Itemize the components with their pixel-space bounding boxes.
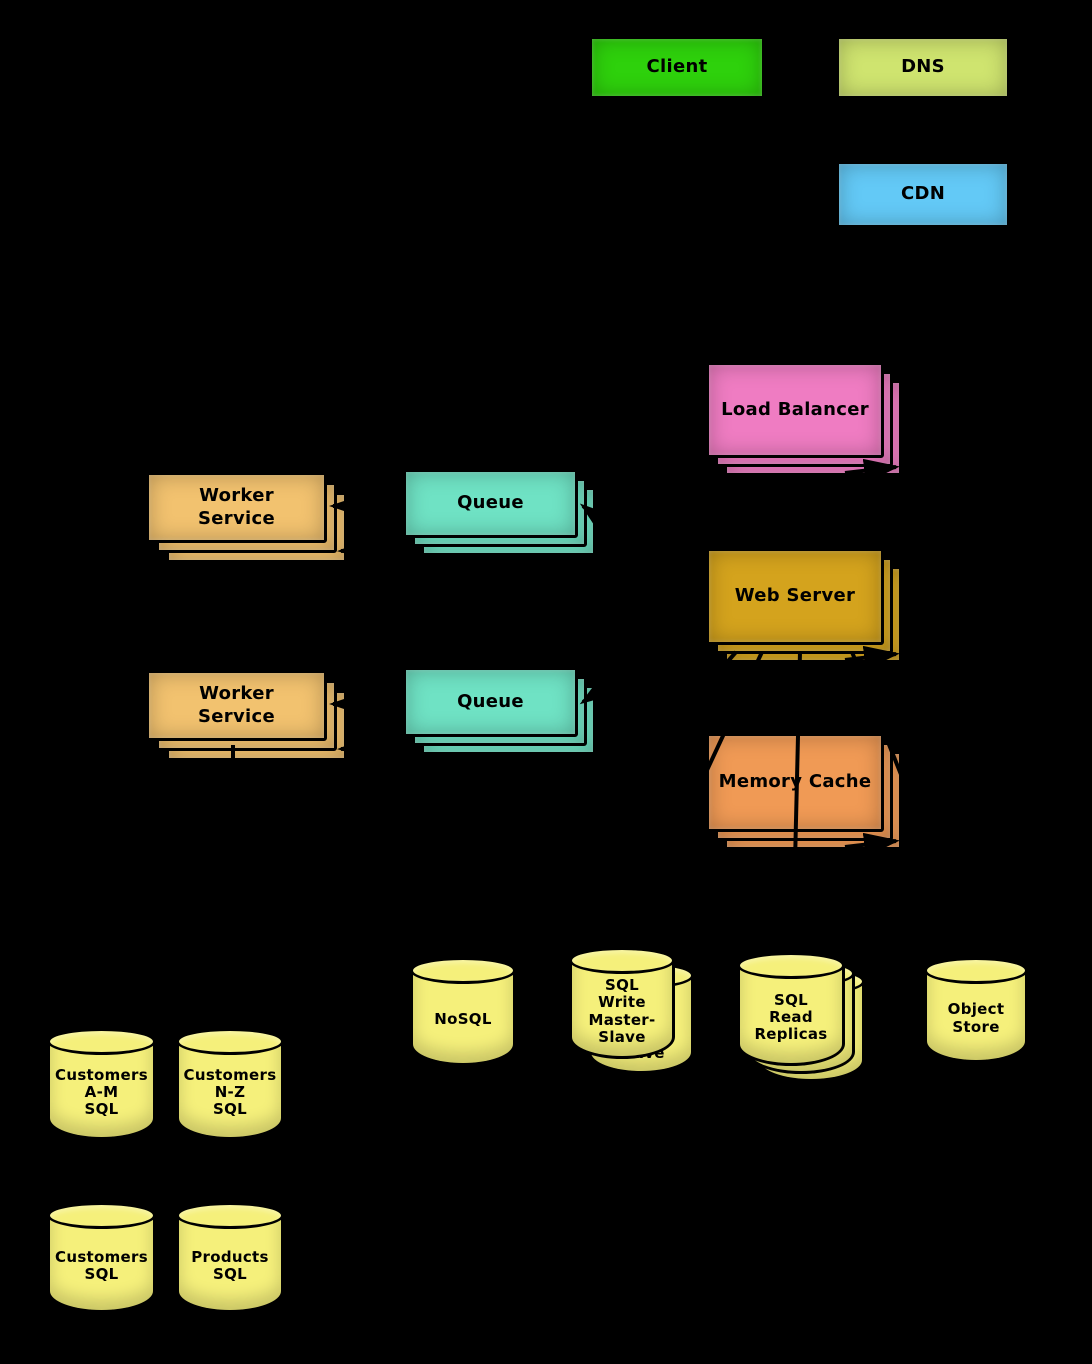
node-label-nosql: NoSQL <box>434 1010 492 1029</box>
cylinder-top <box>47 1202 156 1229</box>
edge-client-to-cdn <box>765 82 833 196</box>
node-label-load-balancer: Load Balancer <box>721 398 869 420</box>
node-queue-1: Queue <box>403 469 578 538</box>
edge-queue-2-to-worker-service-2-stack <box>337 735 413 760</box>
node-customers-nz-sql: Customers N-Z SQL <box>176 1028 284 1140</box>
edge-web-server-to-queue-2 <box>579 618 705 705</box>
cylinder-top <box>176 1028 284 1055</box>
node-web-server: Web Server <box>706 548 884 645</box>
node-dns: DNS <box>836 36 1010 99</box>
node-worker-service-1: Worker Service <box>146 472 327 543</box>
cylinder-body <box>924 970 1028 1063</box>
cylinder-body <box>176 1215 284 1313</box>
cylinder-top <box>410 957 516 984</box>
node-label-queue-2: Queue <box>457 690 524 712</box>
node-label-web-server: Web Server <box>734 585 856 607</box>
node-sql-read-replicas: SQL Read Replicas <box>737 952 845 1066</box>
node-load-balancer: Load Balancer <box>706 362 884 458</box>
node-label-customers-am-sql: Customers A-M SQL <box>55 1065 148 1119</box>
node-label-products-sql: Products SQL <box>191 1247 269 1283</box>
cylinder-top <box>176 1202 284 1229</box>
node-queue-2: Queue <box>403 667 578 737</box>
node-cdn: CDN <box>836 161 1010 228</box>
edge-web-server-to-queue-1 <box>579 503 705 602</box>
node-label-sql-write-master-slave: SQL Write Master- Slave <box>588 976 656 1046</box>
cylinder-body <box>569 960 675 1059</box>
node-memory-cache: Memory Cache <box>706 733 884 832</box>
edge-client-to-load-balancer <box>674 100 792 362</box>
node-products-sql: Products SQL <box>176 1202 284 1313</box>
node-object-store: Object Store <box>924 957 1028 1063</box>
node-label-worker-service-2: Worker Service <box>198 683 275 727</box>
cylinder-body <box>737 965 845 1066</box>
node-nosql: NoSQL <box>410 957 516 1066</box>
node-label-memory-cache: Memory Cache <box>718 771 872 793</box>
node-label-sql-read-replicas: SQL Read Replicas <box>754 990 828 1044</box>
node-label-dns: DNS <box>901 56 945 78</box>
cylinder-top <box>47 1028 156 1055</box>
node-customers-sql: Customers SQL <box>47 1202 156 1313</box>
node-customers-am-sql: Customers A-M SQL <box>47 1028 156 1140</box>
cylinder-top <box>924 957 1028 984</box>
node-client: Client <box>589 36 765 99</box>
cylinder-top <box>737 952 845 979</box>
node-sql-write-master-slave: SQL Write Master- Slave <box>569 947 675 1059</box>
node-label-customers-nz-sql: Customers N-Z SQL <box>183 1065 277 1119</box>
cylinder-body <box>410 970 516 1066</box>
node-worker-service-2: Worker Service <box>146 670 327 741</box>
cylinder-body <box>176 1041 284 1140</box>
node-label-queue-1: Queue <box>457 492 524 514</box>
cylinder-body <box>47 1215 156 1313</box>
node-label-cdn: CDN <box>900 183 946 205</box>
node-label-customers-sql: Customers SQL <box>55 1247 148 1283</box>
node-label-worker-service-1: Worker Service <box>198 485 275 529</box>
node-label-object-store: Object Store <box>947 1000 1005 1036</box>
edge-queue-1-to-worker-service-1-stack <box>337 537 413 562</box>
cylinder-body <box>47 1041 156 1140</box>
node-label-client: Client <box>646 56 708 78</box>
cylinder-top <box>569 947 675 974</box>
